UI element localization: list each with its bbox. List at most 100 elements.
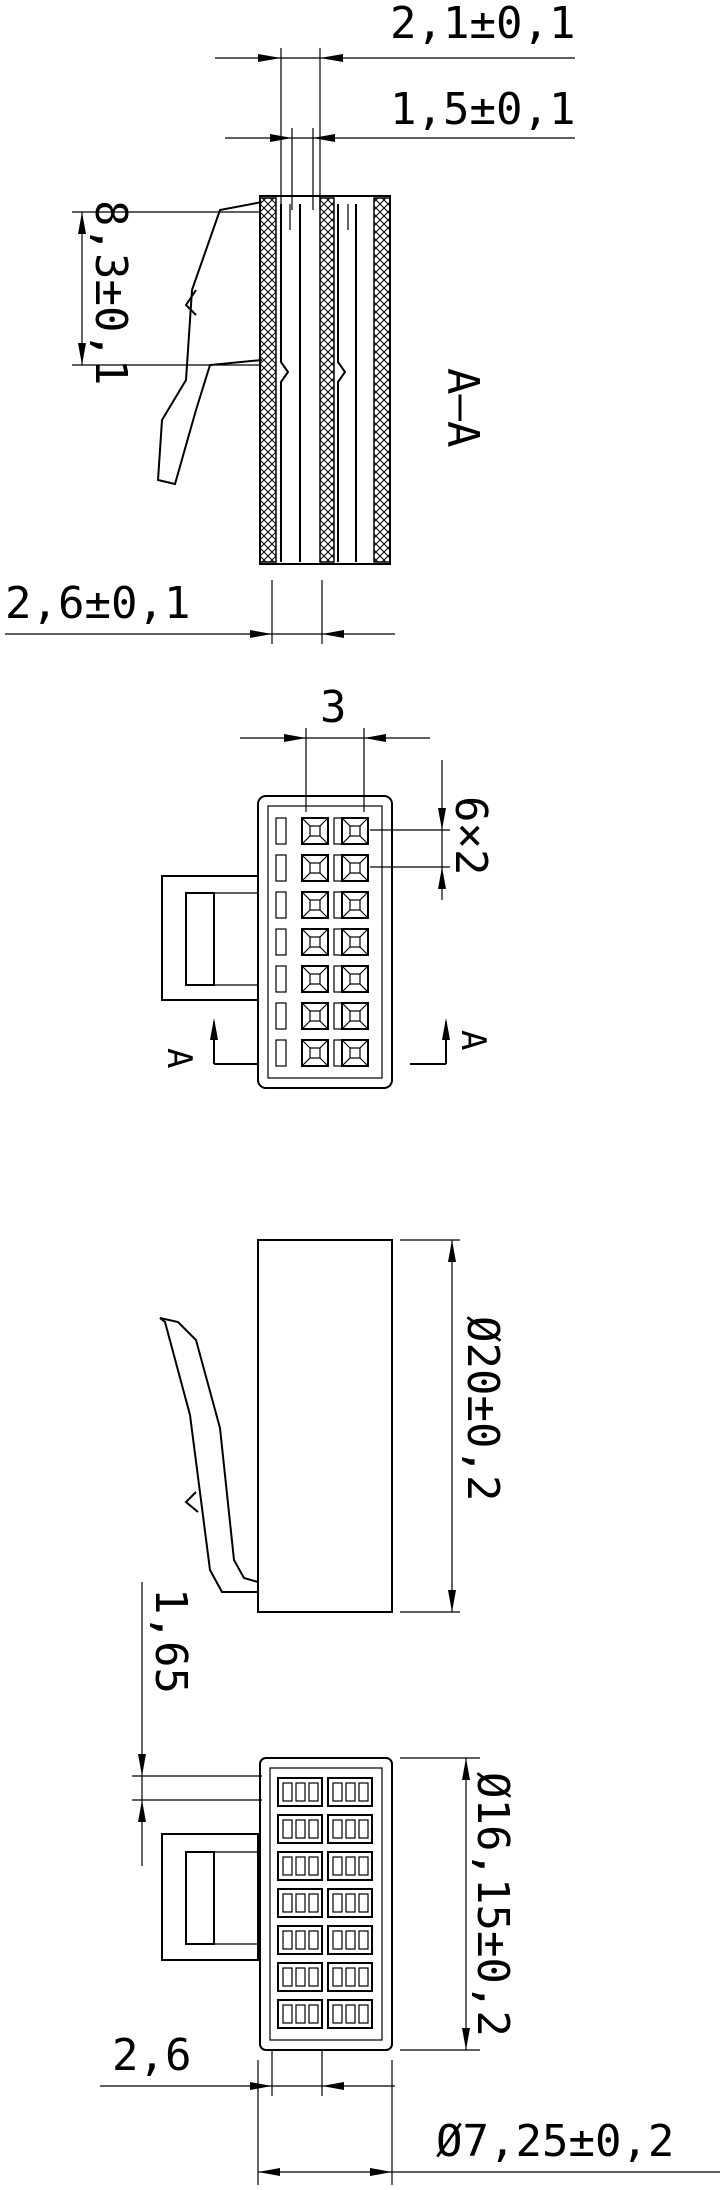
contact-pin: [308, 1782, 319, 1802]
dim-pin-inner: 1,5±0,1: [390, 84, 575, 135]
contact-cavity: [277, 1851, 323, 1881]
contact-pin: [358, 1930, 369, 1950]
contact-cavity: [327, 1925, 373, 1955]
contact-pin: [308, 1856, 319, 1876]
contact-pin: [308, 1967, 319, 1987]
contact-grid-top: [275, 817, 369, 1067]
dim-length: Ø20±0,2: [457, 1316, 508, 1501]
contact-cavity: [341, 891, 369, 919]
dim-side: 2,6: [112, 2030, 191, 2081]
contact-pin: [308, 1819, 319, 1839]
contact-partition: [275, 1039, 287, 1067]
contact-pin: [308, 1930, 319, 1950]
contact-pin: [295, 1893, 306, 1913]
contact-pin: [309, 825, 321, 837]
contact-cavity: [341, 965, 369, 993]
contact-partition: [275, 891, 287, 919]
contact-pin: [349, 1010, 361, 1022]
contact-partition: [333, 1002, 343, 1030]
dim-wall: 2,6±0,1: [5, 578, 190, 629]
contact-cavity: [341, 817, 369, 845]
contact-pin: [349, 825, 361, 837]
dim-rows: 6×2: [445, 796, 496, 875]
contact-pin: [282, 1782, 293, 1802]
contact-pin: [332, 1930, 343, 1950]
contact-cavity: [341, 854, 369, 882]
contact-pin: [345, 1782, 356, 1802]
contact-cavity: [327, 1851, 373, 1881]
side-view: Ø20±0,2: [159, 1239, 508, 1613]
dim-width: Ø16,15±0,2: [467, 1772, 518, 2037]
contact-partition: [333, 817, 343, 845]
contact-pin: [332, 1893, 343, 1913]
dim-height-top: 8,3±0,1: [85, 200, 136, 385]
contact-pin: [282, 1819, 293, 1839]
contact-cavity: [301, 928, 329, 956]
contact-cavity: [277, 1777, 323, 1807]
contact-partition: [333, 965, 343, 993]
contact-pin: [358, 1967, 369, 1987]
contact-pin: [308, 2004, 319, 2024]
contact-pin: [349, 973, 361, 985]
contact-cavity: [301, 817, 329, 845]
contact-partition: [275, 928, 287, 956]
contact-cavity: [341, 1002, 369, 1030]
contact-pin: [309, 973, 321, 985]
contact-pin: [309, 1047, 321, 1059]
contact-pin: [332, 1819, 343, 1839]
contact-pin: [345, 1856, 356, 1876]
contact-pin: [295, 1930, 306, 1950]
contact-partition: [333, 1039, 343, 1067]
contact-pin: [282, 1893, 293, 1913]
contact-partition: [333, 928, 343, 956]
contact-cavity: [327, 1999, 373, 2029]
contact-pin: [309, 1010, 321, 1022]
contact-pin: [282, 1930, 293, 1950]
contact-pin: [349, 862, 361, 874]
dim-pitch: 3: [320, 682, 347, 733]
contact-cavity: [277, 1999, 323, 2029]
contact-partition: [275, 965, 287, 993]
cut-label-right: A: [453, 1030, 493, 1050]
contact-cavity: [327, 1962, 373, 1992]
contact-pin: [345, 1930, 356, 1950]
contact-pin: [358, 2004, 369, 2024]
contact-pin: [358, 1856, 369, 1876]
contact-pin: [309, 862, 321, 874]
cut-label-left: A: [159, 1048, 199, 1068]
contact-cavity: [301, 854, 329, 882]
contact-pin: [349, 1047, 361, 1059]
contact-cavity: [327, 1814, 373, 1844]
section-view: 2,1±0,1 1,5±0,1 8,3±0,1 A–A: [5, 0, 575, 644]
contact-pin: [309, 936, 321, 948]
contact-pin: [345, 1893, 356, 1913]
contact-pin: [332, 1967, 343, 1987]
contact-pin: [295, 1819, 306, 1839]
contact-pin: [345, 2004, 356, 2024]
contact-cavity: [301, 891, 329, 919]
contact-pin: [282, 1967, 293, 1987]
contact-cavity: [341, 928, 369, 956]
contact-cavity: [327, 1777, 373, 1807]
contact-partition: [275, 1002, 287, 1030]
contact-cavity: [277, 1888, 323, 1918]
dim-pin-width: 2,1±0,1: [390, 0, 575, 49]
contact-partition: [333, 891, 343, 919]
contact-pin: [332, 1782, 343, 1802]
contact-pin: [349, 936, 361, 948]
contact-pin: [332, 1856, 343, 1876]
contact-cavity: [277, 1925, 323, 1955]
dim-offset: 1,65: [145, 1588, 196, 1694]
contact-cavity: [301, 965, 329, 993]
contact-pin: [309, 899, 321, 911]
contact-pin: [295, 1967, 306, 1987]
face-view-bottom: 1,65 Ø16,15±0,2 2,6 Ø7,25±0,2: [100, 1582, 720, 2185]
contact-pin: [295, 2004, 306, 2024]
dim-depth: Ø7,25±0,2: [436, 2116, 674, 2167]
section-label: A–A: [437, 368, 488, 447]
contact-cavity: [327, 1888, 373, 1918]
contact-pin: [308, 1893, 319, 1913]
contact-cavity: [301, 1039, 329, 1067]
face-view-top: 3 6×2 A A: [159, 682, 496, 1089]
